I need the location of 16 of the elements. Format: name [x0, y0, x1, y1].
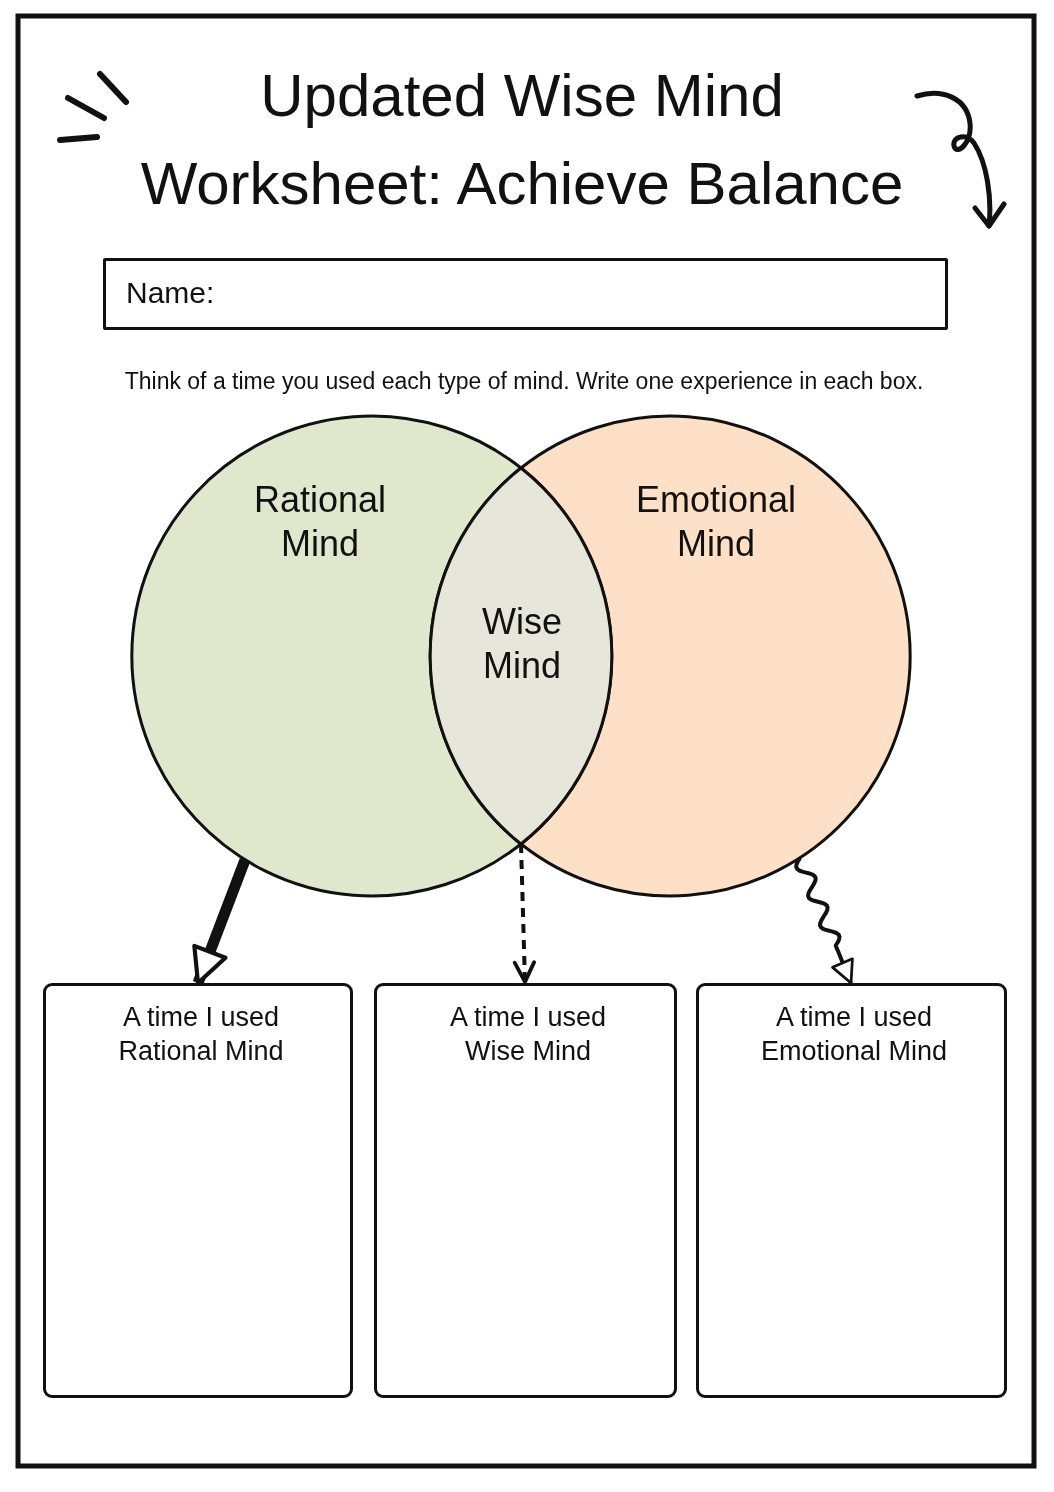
- circle-label: Emotional Mind: [634, 478, 798, 566]
- field-label: Name:: [126, 275, 215, 311]
- answer-box: [43, 983, 353, 1398]
- arrow: [794, 856, 854, 985]
- box-prompt: A time I used Rational Mind: [117, 1001, 285, 1068]
- overlap-region: [428, 466, 614, 846]
- overlap-label: Wise Mind: [481, 600, 563, 688]
- worksheet-title: Updated Wise Mind Worksheet: Achieve Balance: [139, 61, 905, 219]
- circle-label: Rational Mind: [252, 478, 388, 566]
- answer-box: [374, 983, 677, 1398]
- arrow: [512, 843, 537, 984]
- box-prompt: A time I used Emotional Mind: [759, 1001, 949, 1068]
- arrow: [192, 858, 251, 986]
- instruction-text: Think of a time you used each type of mind. Write one experience in each box.: [124, 367, 924, 396]
- box-prompt: A time I used Wise Mind: [448, 1001, 608, 1068]
- answer-box: [696, 983, 1007, 1398]
